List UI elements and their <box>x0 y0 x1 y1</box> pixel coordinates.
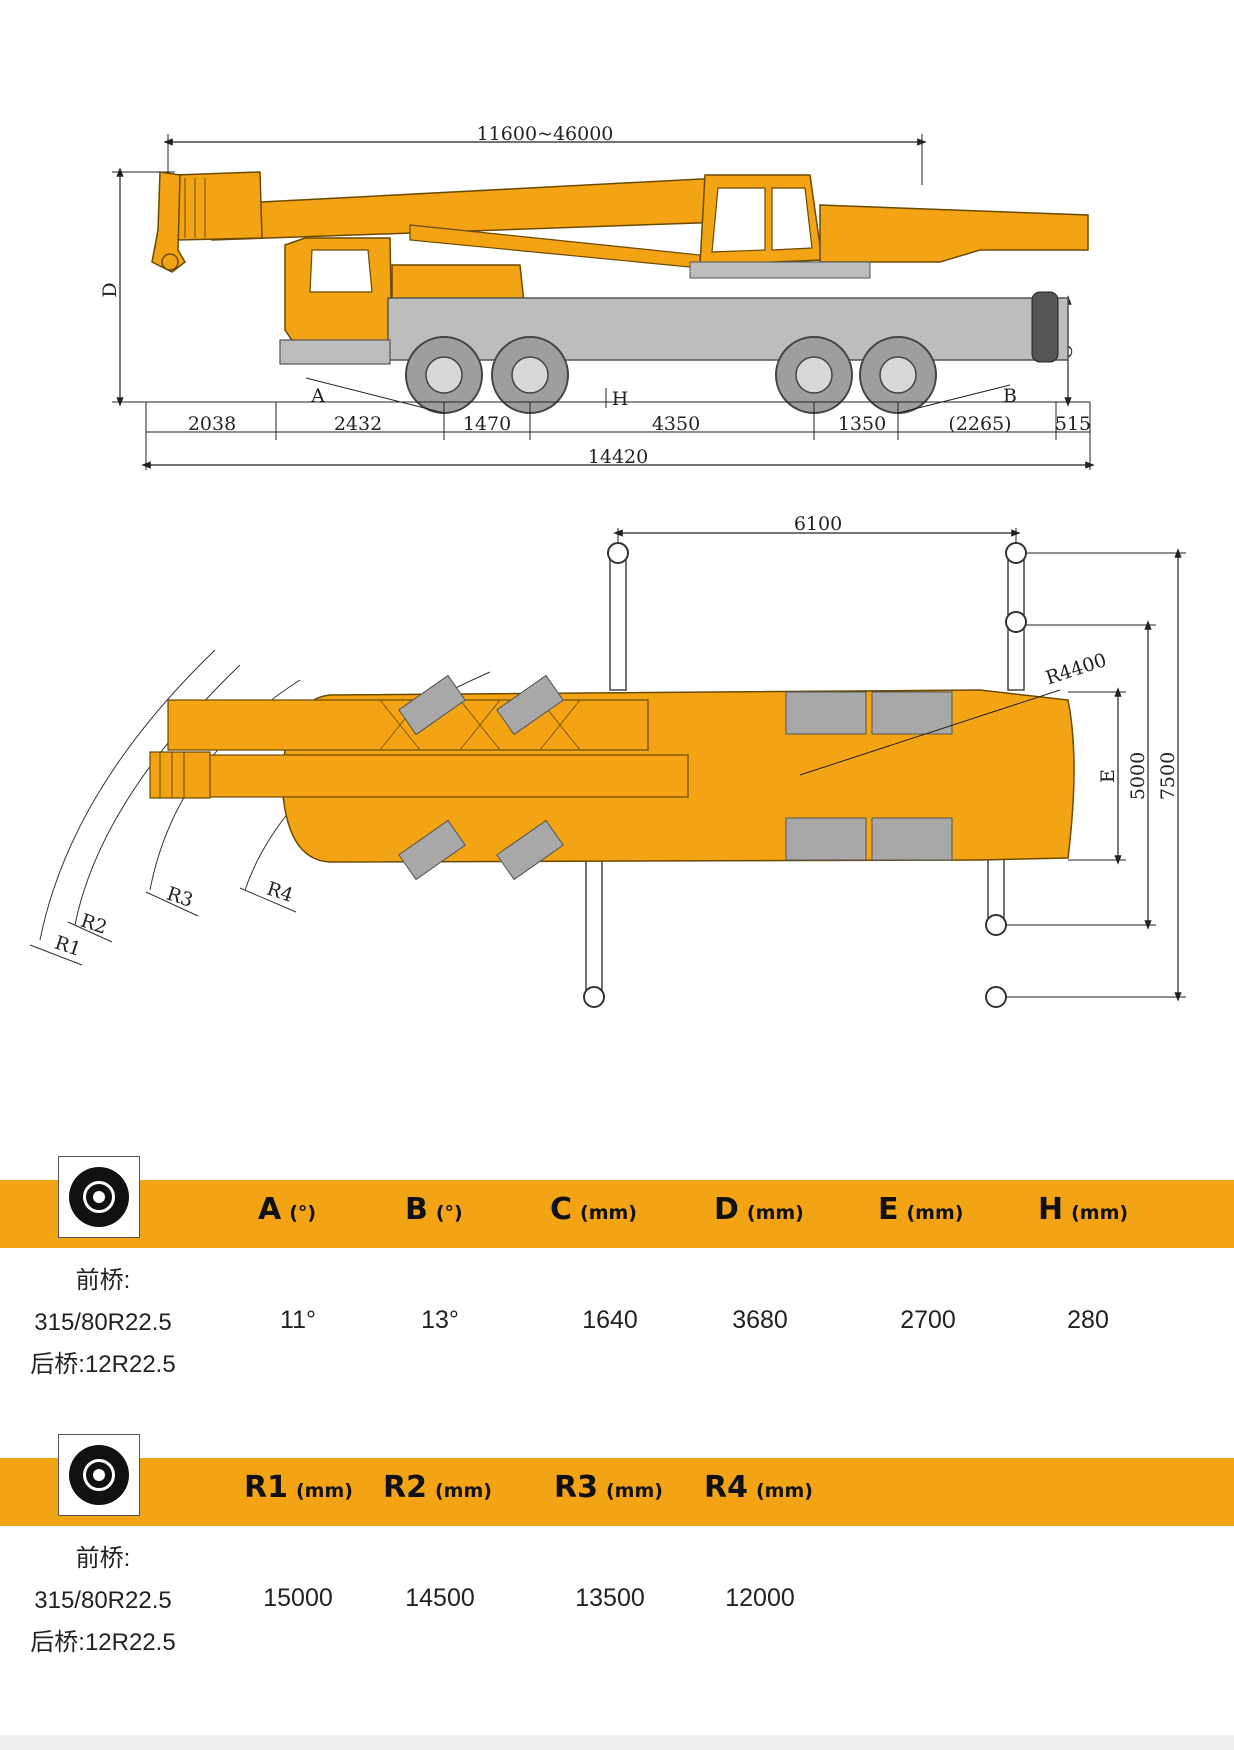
table1-header-e: E(mm) <box>878 1192 964 1227</box>
segment-6: (2265) <box>948 413 1011 435</box>
table1-tyre-spec: 前桥: 315/80R22.5 后桥:12R22.5 <box>30 1267 176 1378</box>
segment-7: 515 <box>1055 413 1091 435</box>
ground-h-label: H <box>612 388 629 410</box>
outrigger-span-label: 6100 <box>794 513 842 535</box>
tail-radius-label: R4400 <box>1043 649 1109 689</box>
footer-divider <box>0 1735 1234 1750</box>
table1-value-d: 3680 <box>732 1306 788 1334</box>
table1-header-d: D(mm) <box>714 1192 804 1227</box>
segment-3: 1470 <box>463 413 511 435</box>
segment-1: 2038 <box>188 413 236 435</box>
radius-r3-label: R3 <box>164 883 196 912</box>
tyre-icon <box>69 1167 129 1227</box>
approach-a-label: A <box>310 385 325 407</box>
table1-value-c: 1640 <box>582 1306 638 1334</box>
table1-value-b: 13° <box>421 1306 459 1334</box>
tyre-icon-box-1 <box>58 1156 140 1238</box>
table2-header-r3: R3(mm) <box>554 1470 663 1505</box>
table1-header-c: C(mm) <box>550 1192 637 1227</box>
table1-value-a: 11° <box>280 1306 316 1334</box>
table1-header-h: H(mm) <box>1038 1192 1129 1227</box>
height-d-label: D <box>99 282 121 297</box>
crane-drawings: 11600~46000 D C <box>29 123 1186 1008</box>
boom-length-label: 11600~46000 <box>477 123 614 145</box>
table2-header-r4: R4(mm) <box>704 1470 813 1505</box>
segment-2: 2432 <box>334 413 382 435</box>
radius-r2-label: R2 <box>78 910 110 939</box>
width-e-label: E <box>1097 769 1119 783</box>
table2-tyre-spec: 前桥: 315/80R22.5 后桥:12R22.5 <box>30 1545 176 1656</box>
table1-value-e: 2700 <box>900 1306 956 1334</box>
table1-header-b: B(°) <box>405 1192 463 1227</box>
table2-value-r4: 12000 <box>725 1584 795 1612</box>
segment-5: 1350 <box>838 413 886 435</box>
outrigger-width-full-label: 7500 <box>1157 752 1179 800</box>
tyre-icon <box>69 1445 129 1505</box>
table1-value-h: 280 <box>1067 1306 1109 1334</box>
departure-b-label: B <box>1003 385 1017 407</box>
table2-header-r2: R2(mm) <box>383 1470 492 1505</box>
table2-value-r2: 14500 <box>405 1584 475 1612</box>
table2-header-r1: R1(mm) <box>244 1470 353 1505</box>
side-view: 11600~46000 D C <box>99 123 1095 470</box>
table1-header-a: A(°) <box>258 1192 317 1227</box>
overall-length-label: 14420 <box>588 446 648 468</box>
radius-r4-label: R4 <box>264 878 296 907</box>
table2-value-r3: 13500 <box>575 1584 645 1612</box>
outrigger-width-mid-label: 5000 <box>1127 752 1149 800</box>
segment-4: 4350 <box>652 413 700 435</box>
tyre-icon-box-2 <box>58 1434 140 1516</box>
radius-r1-label: R1 <box>52 932 84 961</box>
table2-value-r1: 15000 <box>263 1584 333 1612</box>
table2-header-bar <box>0 1458 1234 1526</box>
top-view: 6100 R1 R2 R3 <box>29 513 1186 1008</box>
table1-header-bar <box>0 1180 1234 1248</box>
